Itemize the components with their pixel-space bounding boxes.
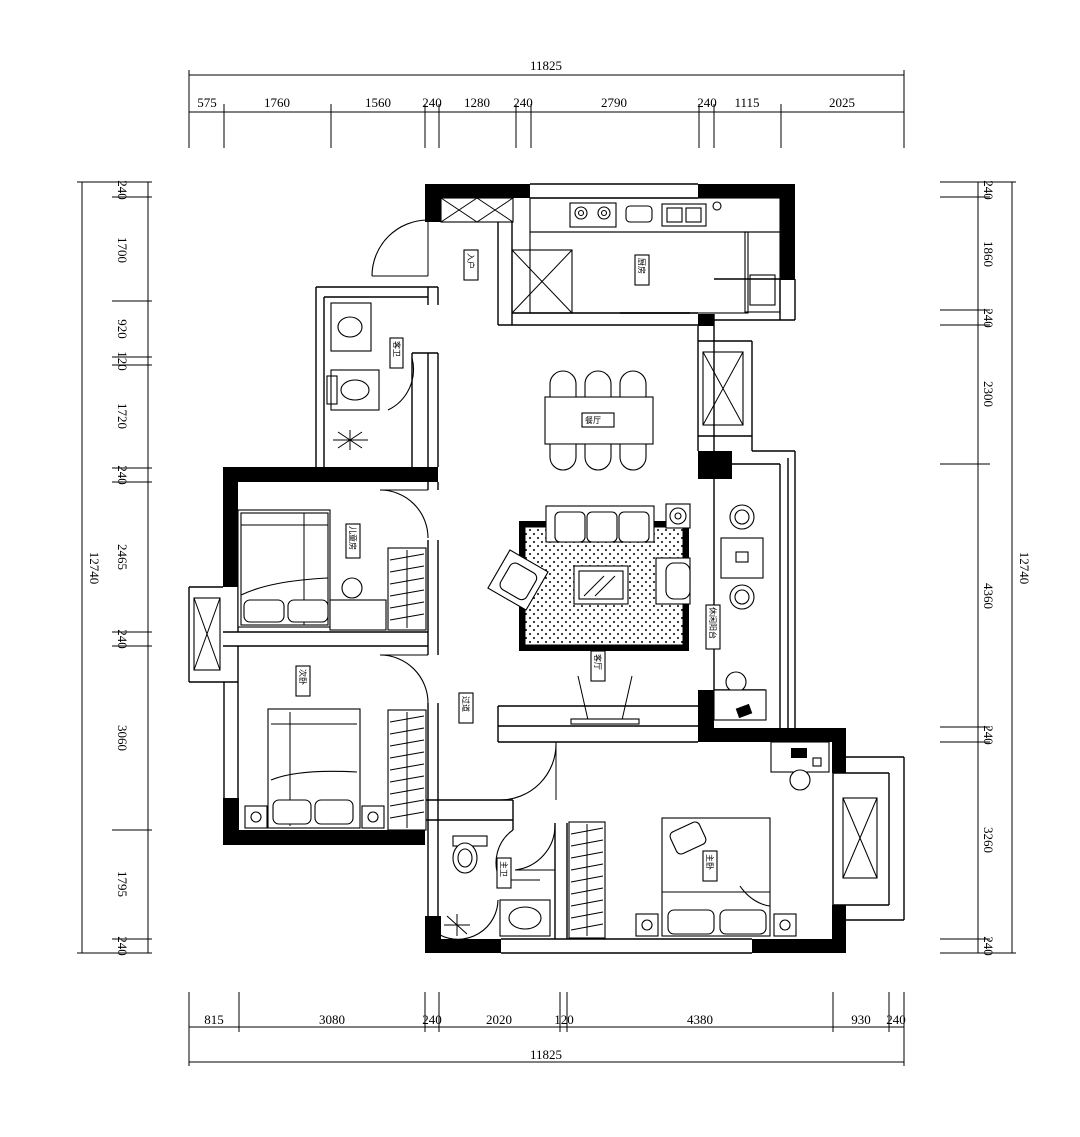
kitchen-fixtures <box>511 197 781 314</box>
lower-bedroom-tag: 次卧 <box>298 669 308 685</box>
lower-bedroom-wardrobe <box>389 712 425 828</box>
public-bath-tag: 客卫 <box>392 341 402 357</box>
bottom-total-dimension: 11825 <box>530 1047 562 1062</box>
balcony-furniture <box>713 504 767 721</box>
upper-bedroom-tag: 儿童房 <box>348 526 358 550</box>
bottom-dim-1: 815 <box>204 1012 224 1027</box>
master-bath-label: 主卫 <box>496 857 512 889</box>
left-segment-labels: 240 1700 920 120 1720 240 2465 240 3060 … <box>115 180 130 956</box>
right-dim-7: 3260 <box>981 827 996 853</box>
window-units <box>193 197 878 879</box>
dimension-lines-left <box>77 181 152 954</box>
dimension-lines-bottom <box>188 992 905 1066</box>
right-dim-6: 240 <box>981 725 996 745</box>
living-tag: 客厅 <box>593 654 603 670</box>
top-dim-3: 1560 <box>365 95 391 110</box>
right-dim-2: 1860 <box>981 241 996 267</box>
right-dim-8: 240 <box>981 936 996 956</box>
dimension-lines-right <box>940 181 1016 954</box>
walls <box>223 183 846 953</box>
left-total-dimension: 12740 <box>87 552 102 585</box>
left-dim-3: 920 <box>115 319 130 339</box>
top-dim-4: 240 <box>422 95 442 110</box>
entrance-label: 入户 <box>463 249 479 281</box>
master-bedroom-label: 主卧 <box>702 850 718 882</box>
dimension-lines-top <box>188 70 905 148</box>
right-total-dimension: 12740 <box>1017 552 1032 585</box>
left-dim-6: 240 <box>115 465 130 485</box>
bottom-dim-3: 240 <box>422 1012 442 1027</box>
bottom-dim-5: 120 <box>554 1012 574 1027</box>
kitchen-tag: 厨房 <box>637 258 647 274</box>
left-dim-5: 1720 <box>115 403 130 429</box>
doors <box>371 219 690 940</box>
bottom-dim-6: 4380 <box>687 1012 713 1027</box>
top-dim-5: 1280 <box>464 95 490 110</box>
top-dim-10: 2025 <box>829 95 855 110</box>
master-bedroom-furniture <box>568 741 830 939</box>
bottom-dim-4: 2020 <box>486 1012 512 1027</box>
master-bath-tag: 主卫 <box>499 861 509 877</box>
right-dim-4: 2300 <box>981 381 996 407</box>
top-dim-9: 1115 <box>734 95 759 110</box>
right-dim-5: 4360 <box>981 583 996 609</box>
public-bathroom-fixtures <box>326 302 380 450</box>
lower-bedroom-label: 次卧 <box>295 665 311 697</box>
left-dim-11: 240 <box>115 936 130 956</box>
lower-bedroom-furniture <box>244 708 427 831</box>
top-dim-2: 1760 <box>264 95 290 110</box>
public-bath-label: 客卫 <box>389 337 404 369</box>
entrance-tag: 入户 <box>466 253 476 269</box>
dining-tag: 餐厅 <box>585 416 601 425</box>
top-dim-8: 240 <box>697 95 717 110</box>
bottom-dim-7: 930 <box>851 1012 871 1027</box>
right-dim-1: 240 <box>981 180 996 200</box>
right-dim-3: 240 <box>981 308 996 328</box>
corridor-label: 过道 <box>458 692 474 724</box>
top-dim-6: 240 <box>513 95 533 110</box>
left-dim-10: 1795 <box>115 871 130 897</box>
living-room-furniture <box>487 503 691 725</box>
upper-bedroom-furniture <box>237 509 427 631</box>
top-total-dimension: 11825 <box>530 58 562 73</box>
right-segment-labels: 240 1860 240 2300 4360 240 3260 240 <box>981 180 996 956</box>
balcony-label: 休闲阳台 <box>705 604 721 650</box>
partition-walls <box>188 222 905 954</box>
master-bathroom-fixtures <box>444 835 551 937</box>
corridor-tag: 过道 <box>461 696 471 712</box>
bottom-segment-labels: 815 3080 240 2020 120 4380 930 240 <box>204 1012 906 1027</box>
top-segment-labels: 575 1760 1560 240 1280 240 2790 240 1115… <box>197 95 855 110</box>
upper-bedroom-label: 儿童房 <box>345 523 361 559</box>
top-dim-7: 2790 <box>601 95 627 110</box>
left-dim-4: 120 <box>115 351 130 371</box>
upper-bedroom-wardrobe <box>389 550 425 628</box>
balcony-tag: 休闲阳台 <box>708 607 718 639</box>
left-dim-9: 3060 <box>115 725 130 751</box>
master-bedroom-tag: 主卧 <box>705 854 715 870</box>
dining-set <box>544 370 654 471</box>
top-dim-1: 575 <box>197 95 217 110</box>
left-dim-1: 240 <box>115 180 130 200</box>
kitchen-label: 厨房 <box>634 254 650 286</box>
living-label: 客厅 <box>590 650 606 682</box>
left-dim-8: 240 <box>115 629 130 649</box>
left-dim-2: 1700 <box>115 237 130 263</box>
bottom-dim-2: 3080 <box>319 1012 345 1027</box>
bottom-dim-8: 240 <box>886 1012 906 1027</box>
left-dim-7: 2465 <box>115 544 130 570</box>
